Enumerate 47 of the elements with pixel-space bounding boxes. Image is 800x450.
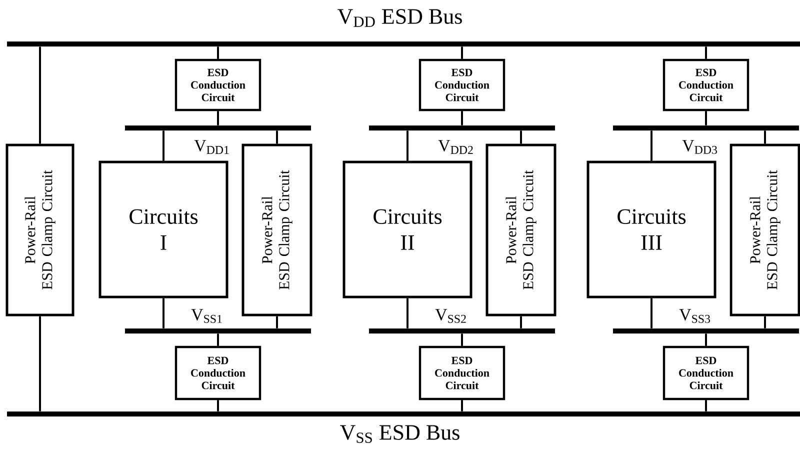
wire bbox=[461, 400, 463, 412]
wire bbox=[520, 130, 522, 144]
wire bbox=[461, 46, 463, 59]
circuit-block: Circuits II bbox=[342, 160, 472, 298]
wire bbox=[705, 111, 707, 126]
wire bbox=[162, 130, 164, 161]
wire bbox=[406, 130, 408, 161]
wire bbox=[217, 334, 219, 346]
wire bbox=[217, 111, 219, 126]
wire bbox=[520, 316, 522, 328]
wire bbox=[461, 334, 463, 346]
wire bbox=[764, 130, 766, 144]
clamp-circuit-box: Power-Rail ESD Clamp Circuit bbox=[242, 144, 312, 316]
conduction-circuit-box: ESD Conduction Circuit bbox=[418, 346, 506, 400]
wire bbox=[39, 46, 41, 144]
circuit-block: Circuits I bbox=[98, 160, 228, 298]
wire bbox=[217, 46, 219, 59]
wire bbox=[39, 316, 41, 412]
rail-label: V$_{DD1}$ bbox=[194, 140, 229, 154]
wire bbox=[276, 130, 278, 144]
bus-label: V$_{DD}$ ESD Bus bbox=[338, 9, 462, 27]
bus-label: V$_{SS}$ ESD Bus bbox=[340, 425, 460, 443]
conduction-circuit-box: ESD Conduction Circuit bbox=[418, 58, 506, 112]
wire bbox=[217, 400, 219, 412]
wire bbox=[650, 298, 652, 328]
wire bbox=[764, 316, 766, 328]
wire bbox=[705, 334, 707, 346]
conduction-circuit-box: ESD Conduction Circuit bbox=[174, 58, 262, 112]
clamp-circuit-box: Power-Rail ESD Clamp Circuit bbox=[730, 144, 800, 316]
circuit-block: Circuits III bbox=[586, 160, 716, 298]
conduction-circuit-box: ESD Conduction Circuit bbox=[662, 58, 750, 112]
wire bbox=[705, 46, 707, 59]
wire bbox=[461, 111, 463, 126]
rail-label: V$_{SS2}$ bbox=[435, 309, 466, 323]
wire bbox=[650, 130, 652, 161]
wire bbox=[276, 316, 278, 328]
rail-label: V$_{SS1}$ bbox=[191, 309, 222, 323]
rail-label: V$_{DD2}$ bbox=[438, 140, 473, 154]
wire bbox=[162, 298, 164, 328]
clamp-circuit-box: Power-Rail ESD Clamp Circuit bbox=[486, 144, 556, 316]
clamp-circuit-box: Power-Rail ESD Clamp Circuit bbox=[6, 144, 74, 316]
rail-label: V$_{DD3}$ bbox=[682, 140, 717, 154]
conduction-circuit-box: ESD Conduction Circuit bbox=[174, 346, 262, 400]
conduction-circuit-box: ESD Conduction Circuit bbox=[662, 346, 750, 400]
rail-label: V$_{SS3}$ bbox=[679, 309, 710, 323]
wire bbox=[705, 400, 707, 412]
wire bbox=[406, 298, 408, 328]
